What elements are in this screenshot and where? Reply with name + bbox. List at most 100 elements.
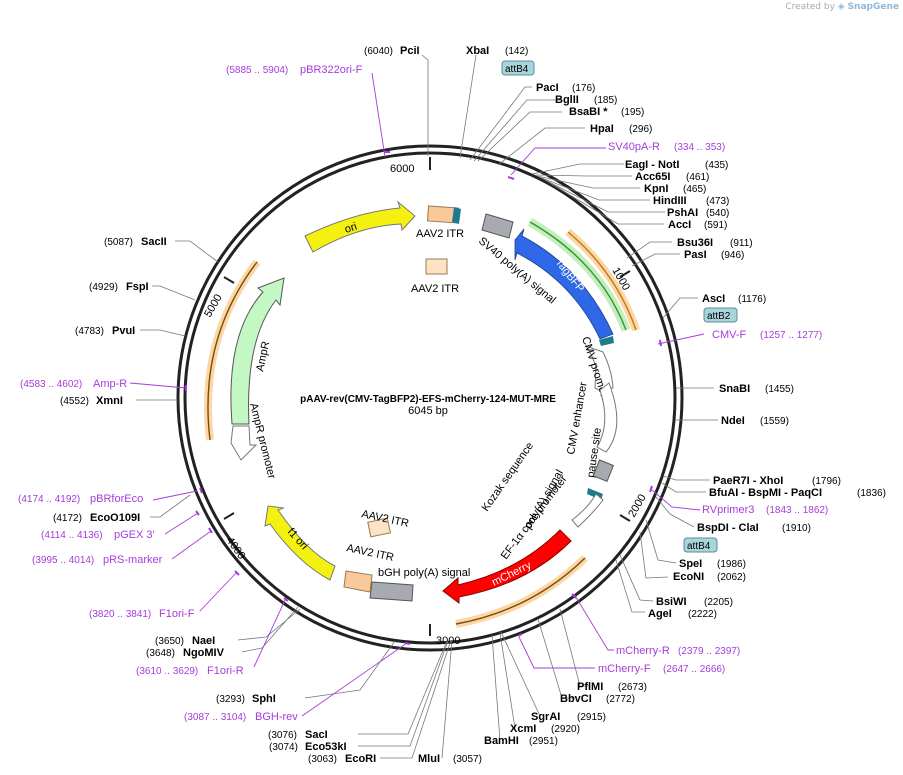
site-name-pflmi[interactable]: PflMI: [577, 681, 603, 693]
site-name-bglii[interactable]: BglII: [555, 94, 579, 106]
site-pos-pasi: (946): [721, 250, 744, 261]
site-name-snabi[interactable]: SnaBI: [719, 383, 750, 395]
primer-range-mcherry-r: (2379 .. 2397): [678, 646, 740, 657]
site-pos-sphi: (3293): [216, 694, 245, 705]
site-name-eco53ki[interactable]: Eco53kI: [305, 741, 347, 753]
site-name-mlui[interactable]: MluI: [418, 753, 440, 765]
snapgene-logo-icon: ◈: [837, 2, 845, 12]
primer-name-sv40pa-r[interactable]: SV40pA-R: [608, 141, 660, 153]
primer-name-mcherry-f[interactable]: mCherry-F: [598, 663, 651, 675]
site-name-paer7i-xhoi[interactable]: PaeR7I - XhoI: [713, 475, 783, 487]
site-name-bamhi[interactable]: BamHI: [484, 735, 519, 747]
primer-name-pgex3[interactable]: pGEX 3': [114, 529, 155, 541]
tick-label-6000: 6000: [390, 163, 414, 175]
site-name-eagi-noti[interactable]: EagI - NotI: [625, 159, 679, 171]
primer-name-bgh-rev[interactable]: BGH-rev: [255, 711, 298, 723]
primer-range-amp-r: (4583 .. 4602): [20, 379, 82, 390]
feature-ampr-promoter[interactable]: [230, 425, 258, 461]
site-name-pshai[interactable]: PshAI: [667, 207, 698, 219]
site-name-paci[interactable]: PacI: [536, 82, 559, 94]
primer-name-prs-marker[interactable]: pRS-marker: [103, 554, 163, 566]
feature-f1-ori[interactable]: [264, 505, 336, 581]
site-name-xmni[interactable]: XmnI: [96, 395, 123, 407]
site-name-asci[interactable]: AscI: [702, 293, 725, 305]
feature-bgh-polya[interactable]: [369, 581, 414, 602]
feature-ampr[interactable]: [230, 277, 285, 425]
att-site-attb4-bottom[interactable]: [683, 537, 718, 553]
primer-name-pbrforeco[interactable]: pBRforEco: [90, 493, 143, 505]
site-name-acc65i[interactable]: Acc65I: [635, 171, 670, 183]
primer-name-f1ori-r[interactable]: F1ori-R: [207, 665, 244, 677]
feature-tagbfp[interactable]: [514, 228, 614, 340]
site-pos-bsu36i: (911): [730, 238, 753, 249]
feature-pause-site[interactable]: [592, 459, 615, 482]
primer-range-bgh-rev: (3087 .. 3104): [184, 712, 246, 723]
feature-label-cmv-enhancer: CMV enhancer: [565, 381, 590, 456]
primer-name-pbr322ori-f[interactable]: pBR322ori-F: [300, 64, 363, 76]
site-name-bsu36i[interactable]: Bsu36I: [677, 237, 713, 249]
site-name-econi[interactable]: EcoNI: [673, 571, 704, 583]
site-pos-saci: (3076): [268, 730, 297, 741]
site-pos-acci: (591): [704, 220, 727, 231]
site-pos-bspdi-clai: (1910): [782, 523, 811, 534]
site-name-naei[interactable]: NaeI: [192, 635, 215, 647]
feature-label-ori: ori: [343, 221, 358, 236]
site-name-sgrai[interactable]: SgrAI: [531, 711, 560, 723]
feature-label-ampr-promoter: AmpR promoter: [247, 402, 278, 481]
site-name-bsiwi[interactable]: BsiWI: [656, 596, 687, 608]
feature-aav2-itr-bottom-inner[interactable]: [367, 517, 392, 538]
site-name-agei[interactable]: AgeI: [648, 608, 672, 620]
site-name-pcii[interactable]: PciI: [400, 45, 420, 57]
site-name-fspi[interactable]: FspI: [126, 281, 149, 293]
site-name-bfuai-bspmi-paqci[interactable]: BfuAI - BspMI - PaqCI: [709, 487, 822, 499]
site-name-bspdi-clai[interactable]: BspDI - ClaI: [697, 522, 759, 534]
tick-marks: [223, 157, 631, 636]
site-name-hpai[interactable]: HpaI: [590, 123, 614, 135]
feature-label-aav2-itr-bottom: AAV2 ITR: [345, 542, 395, 564]
primer-name-cmv-f[interactable]: CMV-F: [712, 329, 747, 341]
site-pos-acc65i: (461): [686, 172, 709, 183]
site-name-sphi[interactable]: SphI: [252, 693, 276, 705]
site-name-xcmi[interactable]: XcmI: [510, 723, 536, 735]
site-name-pvui[interactable]: PvuI: [112, 325, 135, 337]
feature-orange-range-bottom-line: [455, 557, 586, 625]
primer-name-rvprimer3[interactable]: RVprimer3: [702, 504, 754, 516]
site-pos-paci: (176): [572, 83, 595, 94]
primer-name-f1ori-f[interactable]: F1ori-F: [159, 608, 195, 620]
site-name-saci[interactable]: SacI: [305, 729, 328, 741]
primer-range-mcherry-f: (2647 .. 2666): [663, 664, 725, 675]
feature-cmv-enhancer[interactable]: [596, 382, 618, 453]
site-name-pasi[interactable]: PasI: [684, 249, 707, 261]
feature-aav2-itr-top-inner[interactable]: [425, 258, 448, 275]
site-pos-eco53ki: (3074): [269, 742, 298, 753]
site-name-spei[interactable]: SpeI: [679, 558, 702, 570]
feature-sv40-polya[interactable]: [481, 213, 514, 239]
primer-range-rvprimer3: (1843 .. 1862): [766, 505, 828, 516]
site-name-acci[interactable]: AccI: [668, 219, 691, 231]
primer-name-mcherry-r[interactable]: mCherry-R: [616, 645, 670, 657]
site-name-ndei[interactable]: NdeI: [721, 415, 745, 427]
tick-label-3000: 3000: [436, 635, 460, 647]
att-site-attb2[interactable]: [703, 307, 738, 323]
site-pos-ecori: (3063): [308, 754, 337, 765]
site-name-kpni[interactable]: KpnI: [644, 183, 668, 195]
site-name-bsabi[interactable]: BsaBI *: [569, 106, 608, 118]
site-pos-bglii: (185): [594, 95, 617, 106]
att-site-attb4-top[interactable]: [501, 60, 535, 76]
site-pos-pflmi: (2673): [618, 682, 647, 693]
feature-aav2-itr-bottom[interactable]: [343, 570, 373, 593]
feature-efs-promoter[interactable]: [571, 493, 604, 528]
site-name-ngomiv[interactable]: NgoMIV: [183, 647, 225, 659]
feature-ori[interactable]: [304, 200, 416, 253]
site-name-bbvci[interactable]: BbvCI: [560, 693, 592, 705]
primer-name-amp-r[interactable]: Amp-R: [93, 378, 127, 390]
site-name-hindiii[interactable]: HindIII: [653, 195, 687, 207]
site-name-xbai[interactable]: XbaI: [466, 45, 489, 57]
primer-labels: (5885 .. 5904) pBR322ori-F SV40pA-R (334…: [18, 64, 828, 723]
site-name-sacii[interactable]: SacII: [141, 236, 167, 248]
site-name-ecoo109i[interactable]: EcoO109I: [90, 512, 140, 524]
feature-tagbfp-halo-line: [529, 221, 627, 331]
feature-mcherry[interactable]: [442, 529, 572, 604]
site-name-ecori[interactable]: EcoRI: [345, 753, 376, 765]
